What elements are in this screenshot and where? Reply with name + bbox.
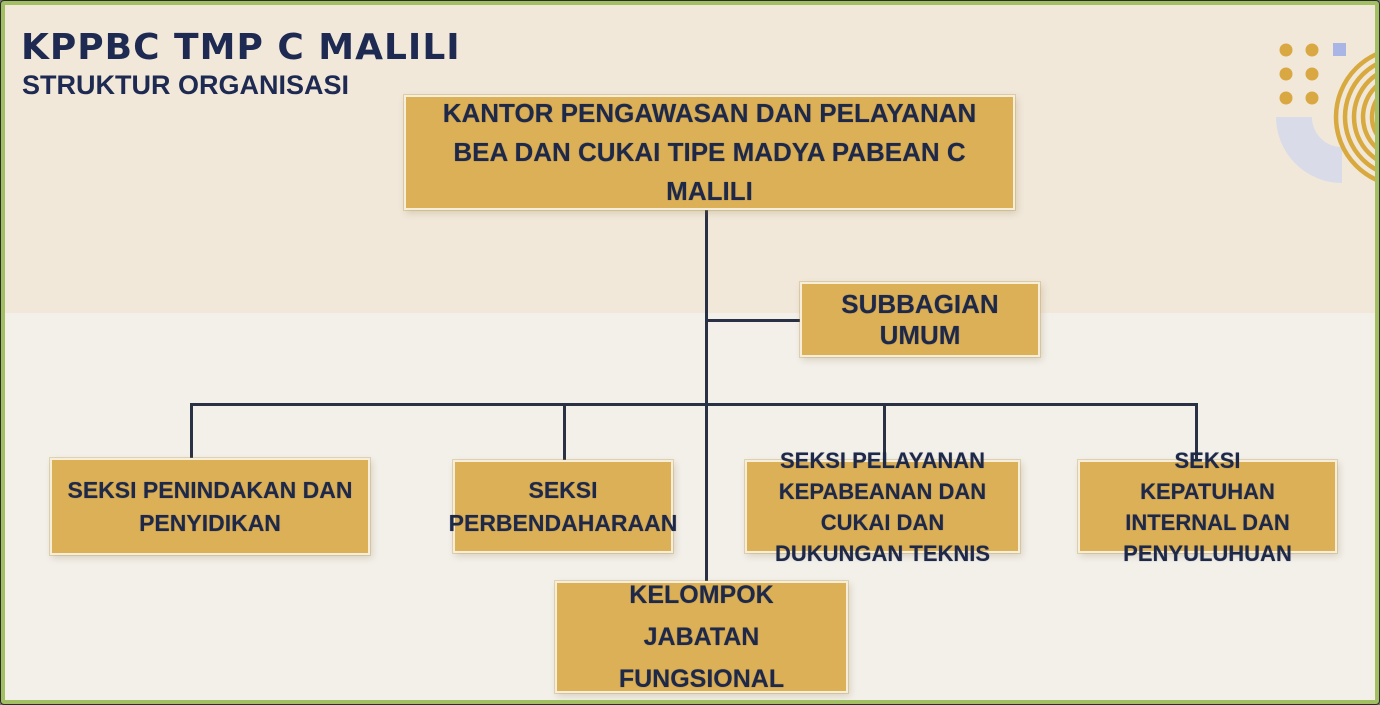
org-node-section-kepatuhan: SEKSI KEPATUHAN INTERNAL DAN PENYULUHUAN <box>1078 448 1337 566</box>
org-node-section-penindakan: SEKSI PENINDAKAN DAN PENYIDIKAN <box>50 458 370 555</box>
dots-grid-icon <box>1279 43 1319 105</box>
org-node-subbagian-umum: SUBBAGIAN UMUM <box>800 282 1040 357</box>
connector-drop-section4 <box>1195 403 1198 462</box>
page-title: KPPBC TMP C MALILI <box>21 27 461 68</box>
concentric-rings-icon <box>1333 52 1375 182</box>
connector-center-spine <box>705 209 708 583</box>
connector-branch-rail <box>190 403 1198 406</box>
connector-drop-section1 <box>190 403 193 460</box>
corner-decoration-group <box>1279 43 1375 182</box>
org-node-section-pelayanan: SEKSI PELAYANAN KEPABEANAN DAN CUKAI DAN… <box>745 448 1020 566</box>
connector-drop-section2 <box>563 403 566 462</box>
org-node-section-perbendaharaan: SEKSI PERBENDAHARAAN <box>449 460 677 553</box>
connector-drop-section3 <box>883 403 886 462</box>
page-subtitle: STRUKTUR ORGANISASI <box>22 70 350 100</box>
org-node-root: KANTOR PENGAWASAN DAN PELAYANAN BEA DAN … <box>404 95 1015 210</box>
square-icon <box>1333 43 1346 56</box>
connector-staff-stub <box>706 319 802 322</box>
org-node-kelompok-fungsional: KELOMPOK JABATAN FUNGSIONAL <box>555 581 848 693</box>
